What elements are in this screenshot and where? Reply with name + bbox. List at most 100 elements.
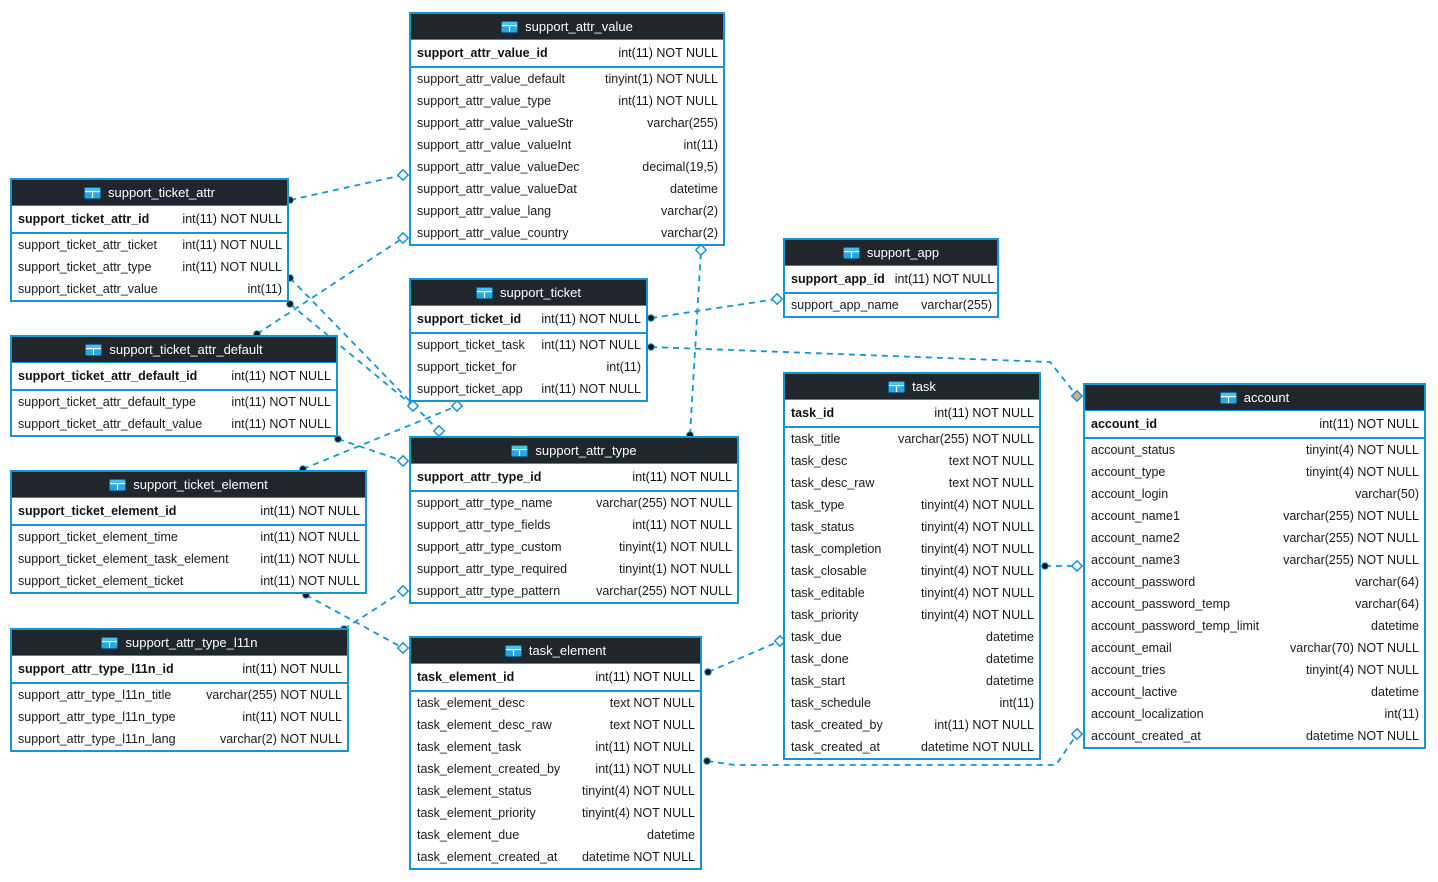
relationship-support_ticket_attr-to-support_ticket[interactable] [286,300,420,413]
table-header-support_app[interactable]: support_app [785,240,997,266]
connector-line[interactable] [707,640,781,673]
table-header-support_ticket_attr[interactable]: support_ticket_attr [12,180,287,206]
relationship-support_attr_type_l11n-to-support_attr_type[interactable] [340,584,410,633]
table-header-support_ticket[interactable]: support_ticket [411,280,646,306]
connector-line[interactable] [689,249,702,436]
relationship-support_ticket-to-support_app[interactable] [647,292,784,322]
relationship-support_ticket-to-account[interactable] [647,343,1084,403]
connector-line[interactable] [337,438,404,462]
relationship-task_element-to-task[interactable] [704,634,787,676]
relationship-support_ticket_attr-to-support_attr_value[interactable] [286,168,410,204]
connector-line[interactable] [650,346,1078,397]
table-header-task_element[interactable]: task_element [411,638,700,664]
connector-line[interactable] [650,298,778,319]
table-header-task[interactable]: task [785,374,1039,400]
table-card-support_ticket_element[interactable]: support_ticket_element support_ticket_ele… [10,470,367,594]
table-header-support_attr_type_l11n[interactable]: support_attr_type_l11n [12,630,347,656]
connector-line[interactable] [706,733,1078,766]
connector-line[interactable] [289,303,414,407]
table-header-support_attr_value[interactable]: support_attr_value [411,14,723,40]
table-header-support_attr_type[interactable]: support_attr_type [411,438,737,464]
connector-line[interactable] [256,237,404,335]
relationship-task-to-account[interactable] [1041,559,1084,573]
table-header-account[interactable]: account [1085,385,1424,411]
table-header-support_ticket_element[interactable]: support_ticket_element [12,472,365,498]
connector-line[interactable] [343,590,404,630]
connector-line[interactable] [289,174,404,201]
relationship-support_attr_type-to-support_attr_value[interactable] [686,243,708,439]
